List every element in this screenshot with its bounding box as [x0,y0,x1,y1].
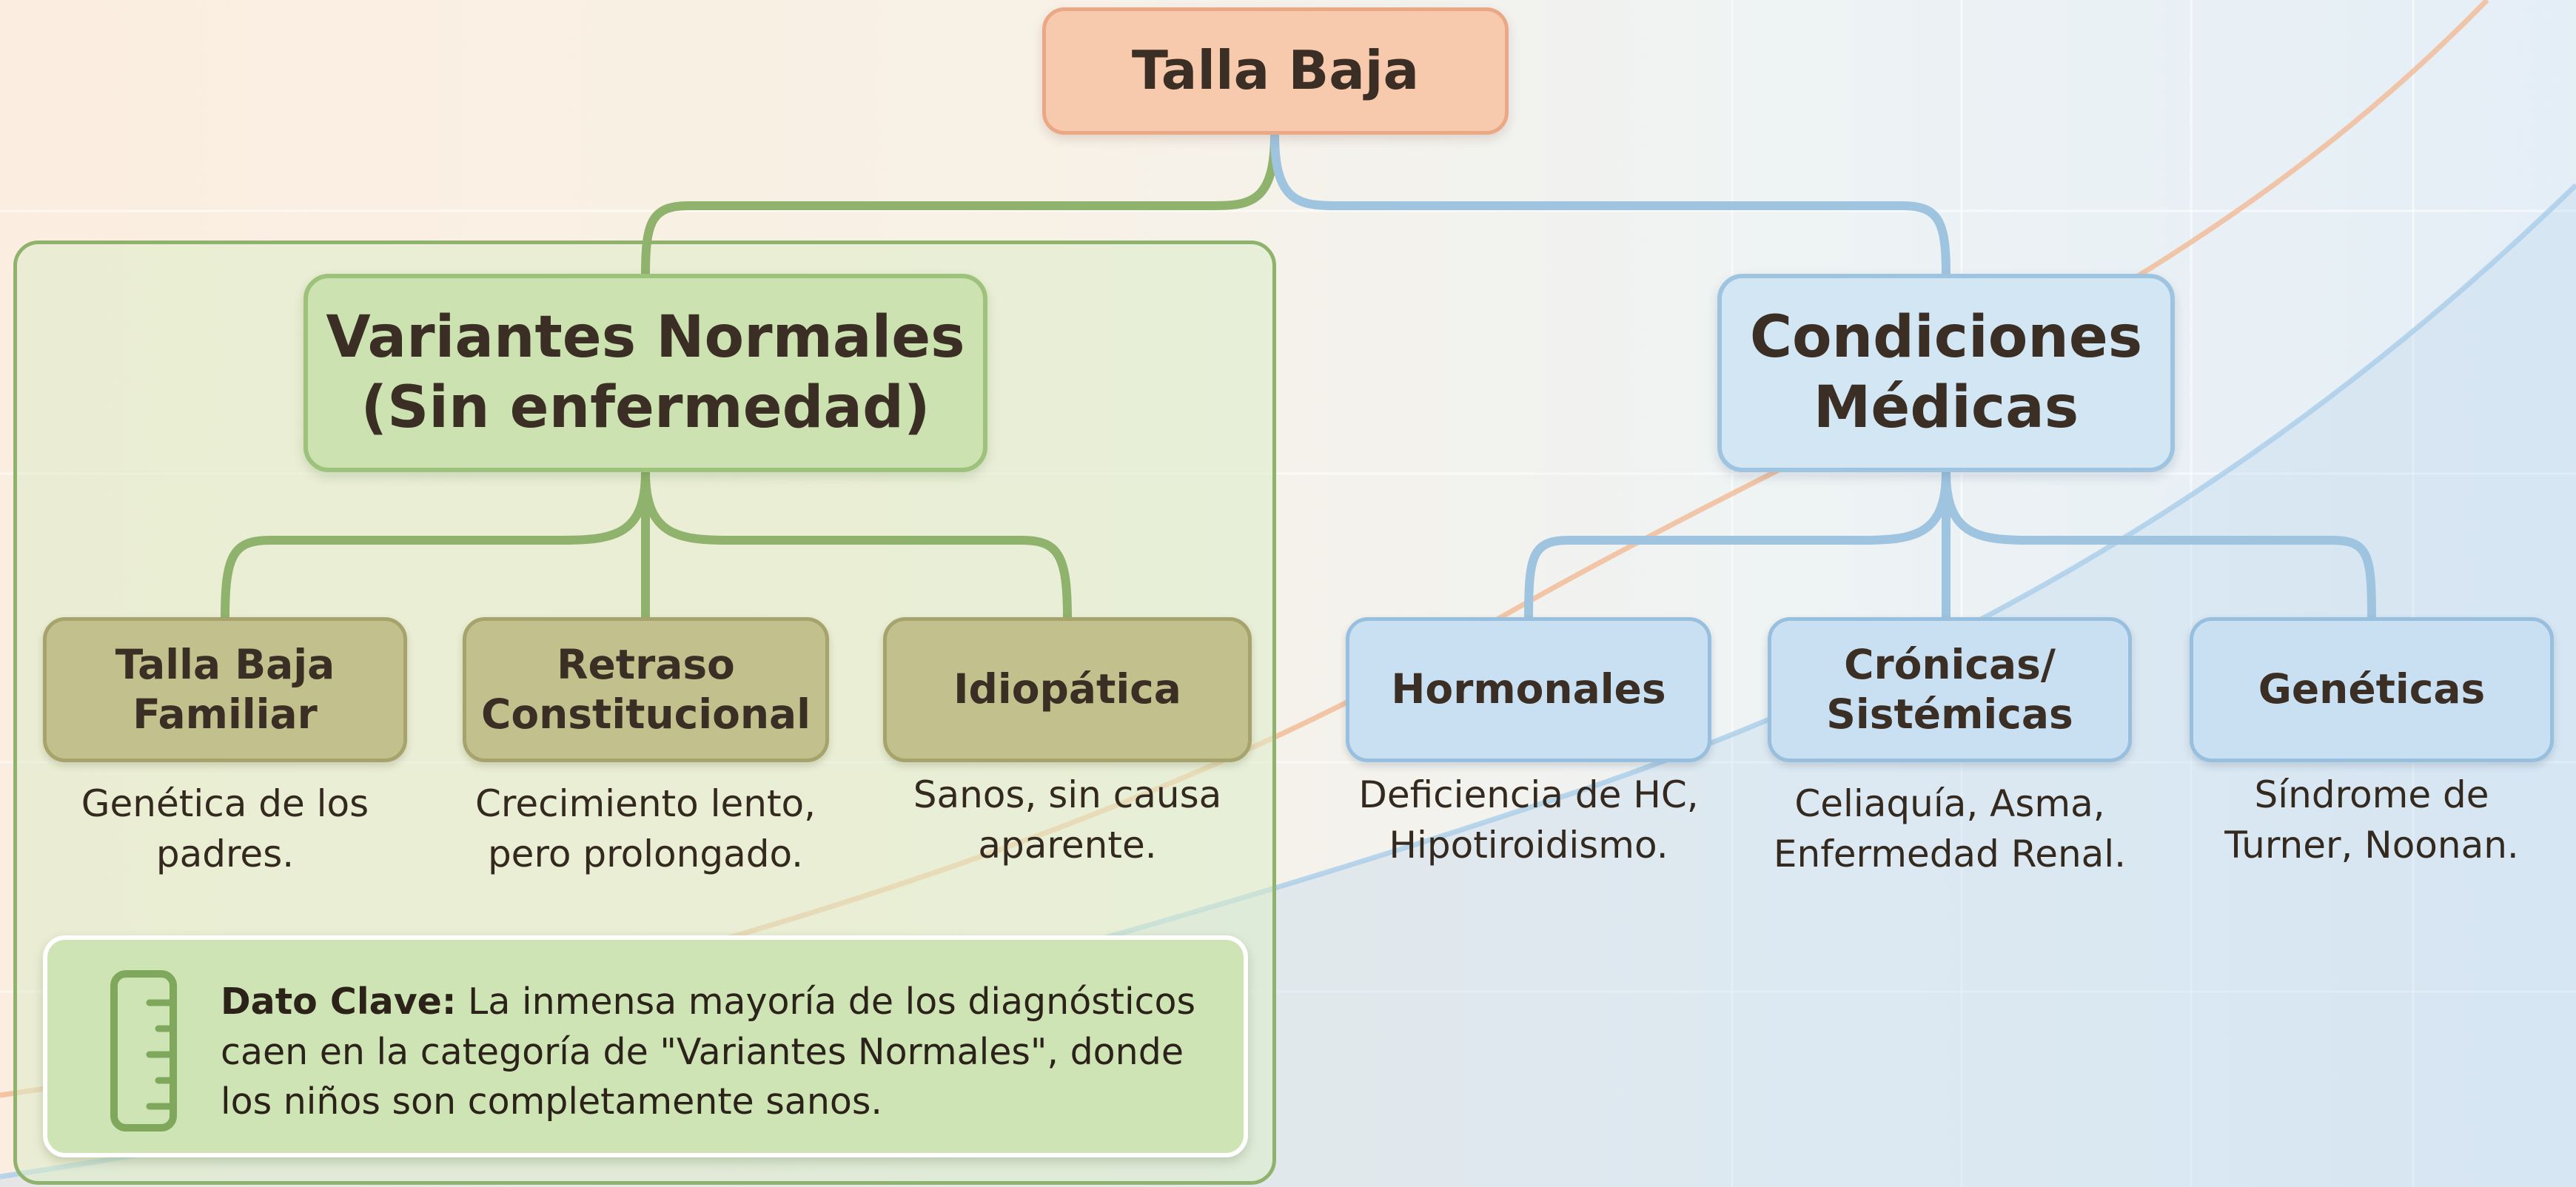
leaf-retraso-constitucional: Retraso Constitucional [463,617,829,762]
key-fact-box: Dato Clave: La inmensa mayoría de los di… [43,935,1248,1157]
desc-geneticas: Síndrome de Turner, Noonan. [2224,773,2519,867]
leaf-cronicas-sistemicas: Crónicas/ Sistémicas [1768,617,2132,762]
desc-cronicas-sistemicas: Celiaquía, Asma, Enfermedad Renal. [1773,782,2127,875]
root-node: Talla Baja [1042,7,1509,135]
desc-retraso-constitucional: Crecimiento lento, pero prolongado. [474,782,816,875]
desc-talla-baja-familiar: Genética de los padres. [81,782,369,875]
key-fact-label: Dato Clave: [221,981,457,1023]
key-fact-text: Dato Clave: La inmensa mayoría de los di… [221,977,1242,1127]
key-fact-body: La inmensa mayoría de los diagnósticos c… [221,981,1196,1123]
branch-condiciones-medicas: Condiciones Médicas [1717,274,2175,472]
leaf-geneticas: Genéticas [2190,617,2554,762]
desc-hormonales: Deficiencia de HC, Hipotiroidismo. [1358,773,1699,867]
ruler-icon [110,970,177,1131]
branch-variantes-normales: Variantes Normales (Sin enfermedad) [303,274,987,472]
leaf-idiopatica: Idiopática [883,617,1252,762]
leaf-hormonales: Hormonales [1346,617,1711,762]
desc-idiopatica: Sanos, sin causa aparente. [913,773,1222,867]
leaf-talla-baja-familiar: Talla Baja Familiar [43,617,407,762]
